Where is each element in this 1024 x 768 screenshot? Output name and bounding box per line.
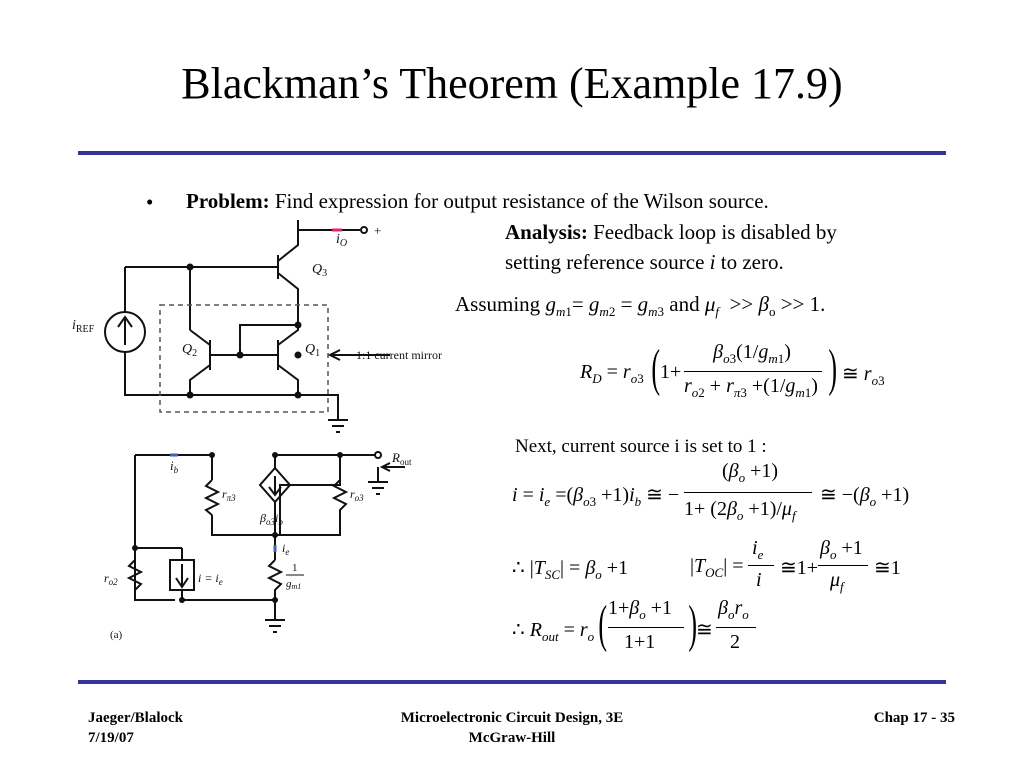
rpi3-resistor xyxy=(203,479,221,516)
ro2-label: ro2 xyxy=(104,571,118,587)
title-rule xyxy=(78,151,946,155)
q2-label: Q2 xyxy=(182,342,197,359)
footer-publisher: McGraw-Hill xyxy=(468,730,556,746)
analysis-line-1: Analysis: Feedback loop is disabled by xyxy=(505,220,837,245)
footer-book: Microelectronic Circuit Design, 3E xyxy=(400,710,624,726)
ie-label: ie xyxy=(282,541,289,557)
rd-equation: RD = ro3 ( 1+ βo3(1/gm1) ro2 + rπ3 +(1/g… xyxy=(580,340,885,400)
rout-label: Rout xyxy=(391,450,412,467)
iref-current-source xyxy=(104,311,146,353)
i-equation: i = ie =(βo3 +1)ib ≅ − (βo +1) 1+ (2βo +… xyxy=(512,460,910,523)
problem-text: Find expression for output resistance of… xyxy=(274,189,769,213)
analysis-text-2b: i xyxy=(709,250,716,274)
ro3-resistor xyxy=(280,455,349,536)
output-node xyxy=(360,226,368,234)
next-line: Next, current source i is set to 1 : xyxy=(515,436,767,457)
slide-title: Blackman’s Theorem (Example 17.9) xyxy=(181,59,843,108)
gm1-num: 1 xyxy=(292,562,298,574)
footer-authors: Jaeger/Blalock xyxy=(88,710,183,726)
q1-label: Q1 xyxy=(305,342,320,359)
mirror-label: 1:1 current mirror xyxy=(356,348,442,362)
small-signal-schematic: ib rπ3 ro3 βo3ib Rout ie 1 gm1 ro2 i = i… xyxy=(104,450,412,641)
rout-equation: ∴ Rout = ro ( 1+βo +1 1+1 ) ≅ βoro 2 xyxy=(512,595,932,659)
analysis-line-2: setting reference source i to zero. xyxy=(505,250,784,275)
footer-rule xyxy=(78,680,946,684)
assumption-line: Assuming gm1= gm2 = gm3 and μf >> βo >> … xyxy=(455,292,826,320)
bullet-dot: • xyxy=(146,190,154,214)
ib-label: ib xyxy=(170,458,179,475)
analysis-text-2c: to zero. xyxy=(715,250,784,274)
gm1-resistor xyxy=(266,559,284,620)
i-eq-label: i = ie xyxy=(198,571,223,587)
beta-ib-label: βo3ib xyxy=(259,511,283,527)
tsc-toc-equation: ∴ |TSC| = βo +1 |TOC| = ie i ≅1+ βo +1 μ… xyxy=(512,537,901,594)
problem-line: Problem: Find expression for output resi… xyxy=(186,189,769,214)
analysis-label: Analysis: xyxy=(505,220,588,244)
problem-label: Problem: xyxy=(186,189,270,213)
ro3-label: ro3 xyxy=(350,487,364,503)
io-label: iO xyxy=(336,232,347,249)
iref-label: iREF xyxy=(72,318,95,335)
ro2-resistor xyxy=(126,559,144,591)
analysis-text-1: Feedback loop is disabled by xyxy=(593,220,837,244)
wilson-source-schematic: iO + iREF Q3 Q2 Q1 1:1 current mirror xyxy=(72,220,442,433)
plus-label: + xyxy=(374,223,381,238)
analysis-text-2a: setting reference source xyxy=(505,250,710,274)
gm1-den: gm1 xyxy=(286,578,301,591)
figure-label: (a) xyxy=(110,629,123,641)
footer-date: 7/19/07 xyxy=(88,730,134,746)
footer-page: Chap 17 - 35 xyxy=(873,710,955,726)
q3-label: Q3 xyxy=(312,262,327,279)
rpi3-label: rπ3 xyxy=(222,487,236,503)
